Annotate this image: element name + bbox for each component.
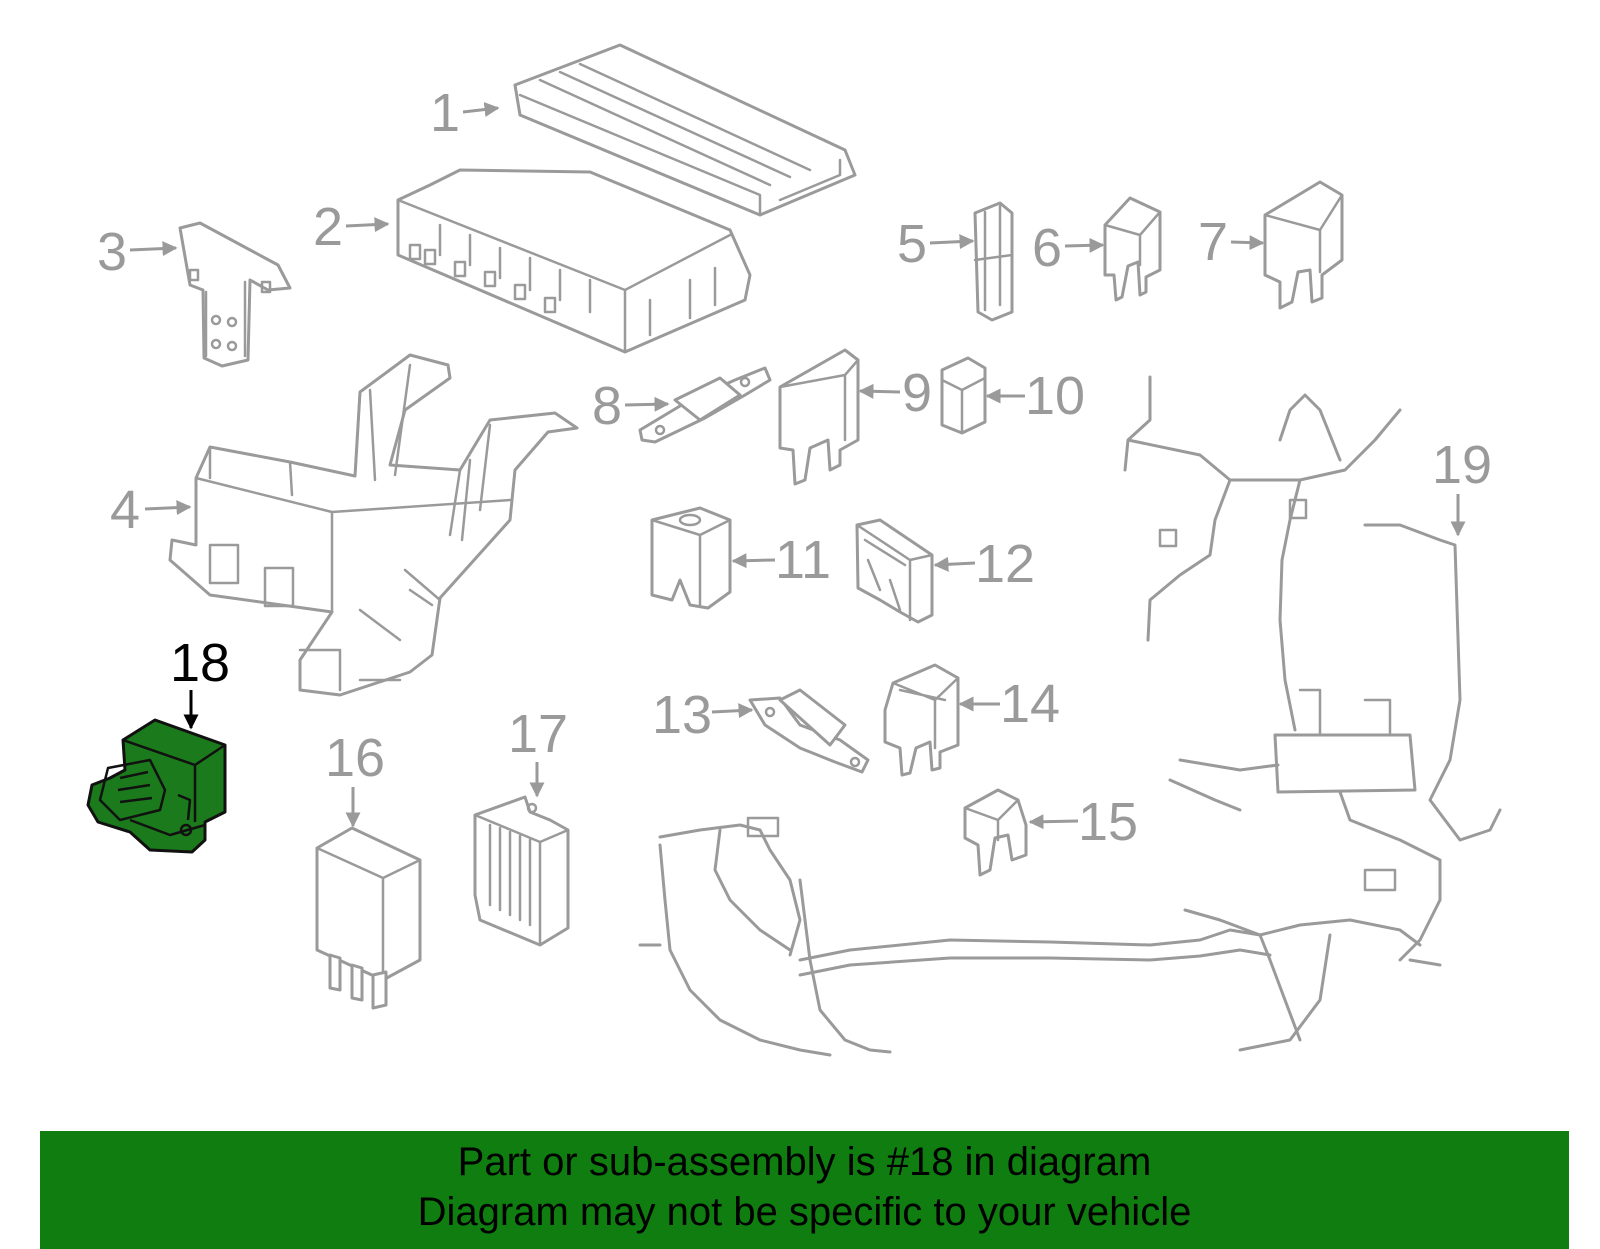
svg-text:9: 9 (902, 363, 932, 423)
svg-text:12: 12 (975, 534, 1035, 594)
part-14-fuse[interactable] (883, 663, 960, 777)
callout-9: 9 (858, 363, 932, 423)
callout-18: 18 (170, 633, 230, 730)
svg-text:2: 2 (313, 197, 343, 257)
svg-text:6: 6 (1032, 218, 1062, 278)
part-19-harness[interactable] (638, 375, 1502, 1057)
callout-17: 17 (508, 704, 568, 798)
part-6-fuse[interactable] (1103, 196, 1162, 302)
banner-line-2: Diagram may not be specific to your vehi… (417, 1190, 1192, 1234)
svg-text:8: 8 (592, 376, 622, 436)
svg-text:10: 10 (1025, 366, 1085, 426)
info-banner: Part or sub-assembly is #18 in diagram D… (40, 1131, 1569, 1249)
callout-16: 16 (325, 728, 385, 828)
parts-diagram: 1 2 3 4 5 6 7 8 9 10 11 12 (86, 43, 1502, 1057)
callout-11: 11 (731, 530, 831, 590)
svg-text:17: 17 (508, 704, 568, 764)
svg-text:18: 18 (170, 633, 230, 693)
part-1-cover[interactable] (513, 43, 857, 217)
part-15-fuse[interactable] (963, 788, 1028, 877)
callout-14: 14 (958, 674, 1060, 734)
svg-text:15: 15 (1078, 792, 1138, 852)
callout-6: 6 (1032, 218, 1105, 278)
svg-text:7: 7 (1198, 212, 1228, 272)
callout-13: 13 (652, 685, 754, 745)
svg-text:1: 1 (430, 83, 460, 143)
svg-text:16: 16 (325, 728, 385, 788)
part-11-cover[interactable] (650, 506, 732, 610)
part-16-relay[interactable] (315, 826, 422, 1010)
part-12-connector[interactable] (855, 518, 934, 624)
part-7-fuse[interactable] (1263, 180, 1344, 310)
svg-text:13: 13 (652, 685, 712, 745)
svg-text:4: 4 (110, 480, 140, 540)
callout-12: 12 (933, 534, 1035, 594)
part-10-fuse[interactable] (940, 356, 987, 435)
callout-5: 5 (897, 214, 975, 274)
callout-19: 19 (1432, 435, 1492, 537)
part-3-bracket[interactable] (178, 221, 292, 368)
part-18-highlighted[interactable] (86, 718, 227, 854)
svg-text:3: 3 (97, 222, 127, 282)
callout-1: 1 (430, 83, 500, 143)
callout-7: 7 (1198, 212, 1265, 272)
callout-8: 8 (592, 376, 670, 436)
svg-text:5: 5 (897, 214, 927, 274)
part-9-fuse[interactable] (778, 348, 860, 486)
callout-3: 3 (97, 222, 178, 282)
callout-15: 15 (1028, 792, 1138, 852)
part-17-module[interactable] (473, 795, 570, 947)
callout-10: 10 (985, 366, 1085, 426)
svg-text:14: 14 (1000, 674, 1060, 734)
callout-2: 2 (313, 197, 390, 257)
part-8-link[interactable] (638, 366, 772, 444)
callout-4: 4 (110, 480, 192, 540)
part-13-fuse[interactable] (748, 688, 870, 774)
part-2-housing[interactable] (396, 168, 752, 354)
part-5-fuse[interactable] (973, 201, 1014, 322)
svg-text:11: 11 (775, 530, 831, 590)
svg-text:19: 19 (1432, 435, 1492, 495)
part-4-tray[interactable] (168, 353, 579, 697)
banner-line-1: Part or sub-assembly is #18 in diagram (457, 1140, 1152, 1184)
